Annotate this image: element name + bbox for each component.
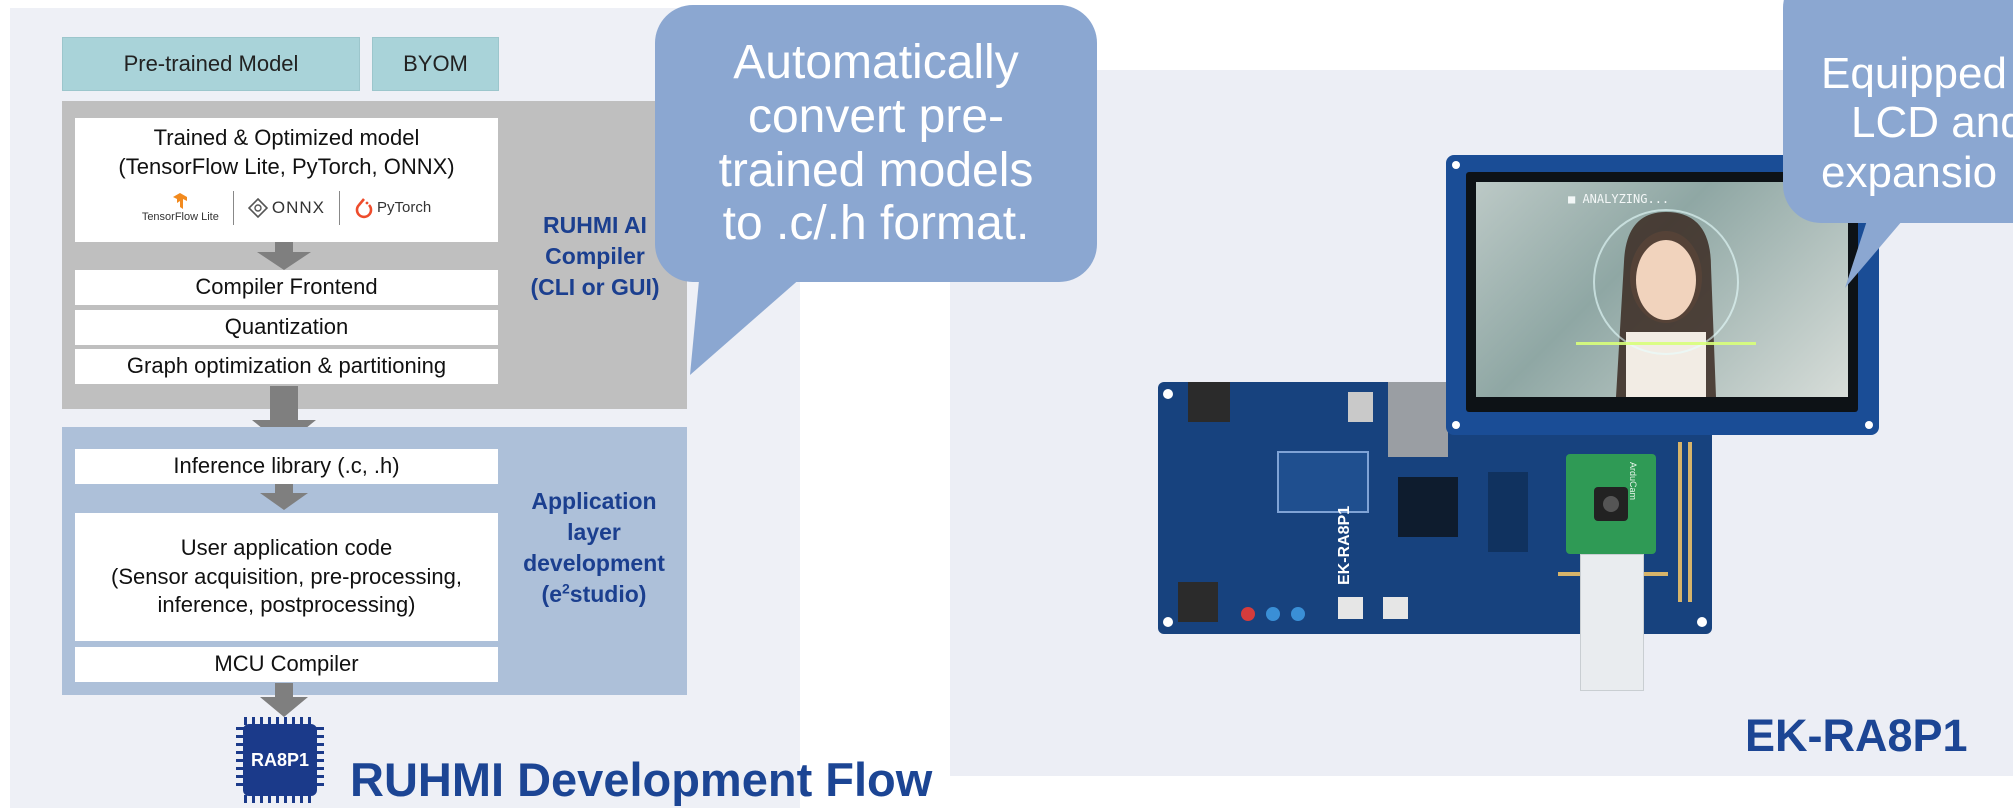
- convert-callout-line4: to .c/.h format.: [722, 197, 1030, 251]
- callout-tail: [690, 270, 810, 375]
- flow-arrow: [257, 242, 311, 270]
- equipped-callout-line2: LCD and: [1851, 98, 2013, 148]
- flow-arrow: [260, 484, 308, 510]
- ra8p1-chip-icon: RA8P1: [236, 717, 324, 803]
- lcd-mount-hole: [1452, 421, 1460, 429]
- application-label-line3: development: [523, 550, 665, 577]
- ruhmi-compiler-label-line2: Compiler: [545, 243, 645, 270]
- equipped-callout-line1: Equipped: [1821, 49, 2007, 99]
- convert-callout: Automatically convert pre- trained model…: [655, 5, 1097, 282]
- user-application-code-box: User application code (Sensor acquisitio…: [75, 513, 498, 641]
- product-name: EK-RA8P1: [1745, 710, 1968, 761]
- logo-divider: [338, 191, 340, 226]
- pytorch-logo: PyTorch: [354, 197, 431, 219]
- logo-divider: [232, 191, 234, 226]
- chip-label: RA8P1: [250, 749, 310, 770]
- quantization-step: Quantization: [75, 310, 498, 345]
- application-label-line2: layer: [567, 519, 621, 546]
- inference-library-box: Inference library (.c, .h): [75, 449, 498, 484]
- e2studio-suffix: studio): [569, 581, 647, 608]
- equipped-callout-line3: expansio: [1821, 147, 1998, 197]
- convert-callout-line2: convert pre-: [747, 89, 1005, 143]
- flow-title: RUHMI Development Flow: [350, 753, 933, 806]
- e2studio-superscript: 2: [562, 580, 570, 597]
- board-silkscreen-label: EK-RA8P1: [1336, 505, 1353, 585]
- pretrained-model-tab: Pre-trained Model: [62, 37, 360, 91]
- camera-module: ArduCam: [1566, 454, 1656, 554]
- user-code-line2: (Sensor acquisition, pre-processing,: [111, 563, 462, 589]
- tensorflow-logo: TensorFlow Lite: [142, 192, 219, 224]
- lens-icon: [1603, 496, 1619, 512]
- onnx-label: ONNX: [271, 198, 325, 218]
- graph-optimization-step: Graph optimization & partitioning: [75, 349, 498, 384]
- lcd-mount-hole: [1452, 161, 1460, 169]
- trained-model-box: Trained & Optimized model (TensorFlow Li…: [75, 118, 498, 242]
- byom-tab: BYOM: [372, 37, 499, 91]
- mcu-compiler-box: MCU Compiler: [75, 647, 498, 682]
- trained-model-line1: Trained & Optimized model: [153, 125, 420, 150]
- chip-pins-icon: [236, 717, 324, 803]
- application-layer-label: Application layer development (e2studio): [519, 486, 669, 610]
- ruhmi-compiler-label-line1: RUHMI AI: [543, 212, 647, 238]
- convert-callout-line3: trained models: [718, 143, 1034, 197]
- camera-lens-icon: [1594, 487, 1628, 521]
- lcd-mount-hole: [1865, 421, 1873, 429]
- lcd-screen: ■ ANALYZING...: [1466, 172, 1858, 412]
- trained-model-line2: (TensorFlow Lite, PyTorch, ONNX): [118, 153, 455, 179]
- e2studio-prefix: (e: [541, 581, 562, 608]
- flow-arrow: [260, 683, 308, 717]
- pytorch-icon: [355, 198, 373, 219]
- tensorflow-label: TensorFlow Lite: [141, 211, 219, 224]
- face-analysis-icon: [1576, 209, 1756, 397]
- tensorflow-icon: [173, 193, 188, 210]
- user-code-line1: User application code: [180, 535, 393, 561]
- compiler-frontend-step: Compiler Frontend: [75, 270, 498, 305]
- lcd-module: ■ ANALYZING...: [1446, 155, 1879, 435]
- application-label-line4: (e2studio): [519, 579, 669, 610]
- application-label-line1: Application: [531, 488, 657, 514]
- camera-brand-label: ArduCam: [1628, 462, 1638, 501]
- pytorch-label: PyTorch: [376, 199, 432, 217]
- ruhmi-compiler-label-line3: (CLI or GUI): [530, 274, 660, 301]
- onnx-icon: [247, 198, 268, 219]
- analyzing-text: ■ ANALYZING...: [1568, 192, 1670, 206]
- framework-logos: TensorFlow Lite ONNX PyTorch: [142, 191, 431, 226]
- equipped-callout: Equipped LCD and expansio: [1783, 0, 2013, 223]
- ribbon-cable: [1580, 554, 1644, 691]
- user-code-line3: inference, postprocessing): [157, 592, 416, 618]
- convert-callout-line1: Automatically: [733, 36, 1019, 89]
- ruhmi-compiler-label: RUHMI AI Compiler (CLI or GUI): [525, 210, 665, 303]
- pcb-details-icon: [1163, 382, 1707, 627]
- onnx-logo: ONNX: [247, 197, 325, 219]
- lcd-display-image: ■ ANALYZING...: [1476, 182, 1848, 397]
